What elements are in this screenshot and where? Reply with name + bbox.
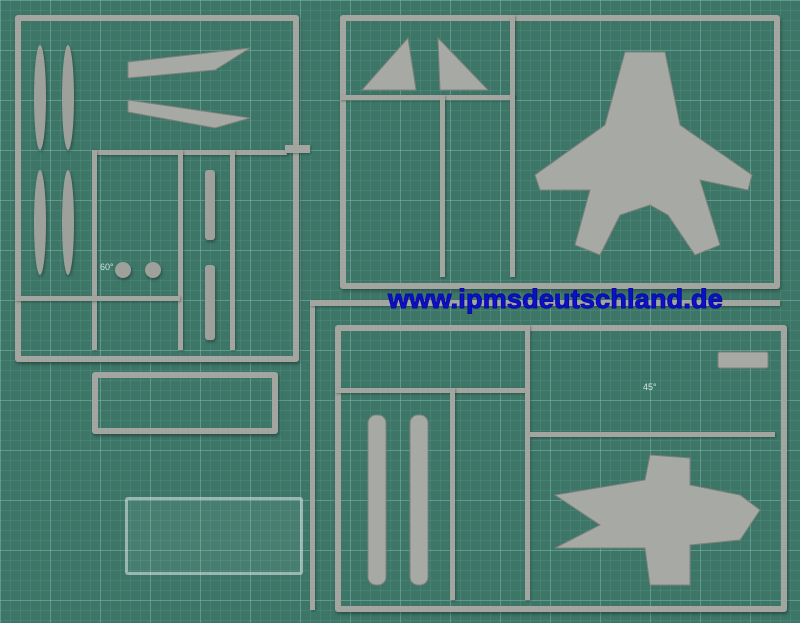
fuel-tank-part: [62, 170, 74, 275]
fuel-tank-part: [62, 45, 74, 150]
sprue-right-bottom: [335, 325, 787, 612]
pylon-part: [205, 170, 215, 240]
tail-fin-part: [437, 36, 490, 91]
sprue-runner: [15, 296, 180, 301]
tail-fin-part: [360, 36, 417, 91]
upper-fuselage-part: [534, 51, 753, 256]
sprue-left-top: [15, 15, 299, 362]
missile-part: [127, 99, 251, 129]
intake-part: [409, 414, 429, 586]
intake-part: [367, 414, 387, 586]
sprue-runner: [285, 145, 310, 153]
wheel-part: [145, 262, 161, 278]
watermark-text: www.ipmsdeutschland.de: [388, 284, 724, 315]
sprue-right-top: [340, 15, 780, 289]
pylon-part: [205, 265, 215, 340]
sprue-runner: [440, 95, 445, 277]
sprue-runner: [178, 150, 183, 350]
sprue-runner: [230, 150, 235, 350]
sprue-runner: [92, 150, 287, 155]
fuel-tank-part: [34, 45, 46, 150]
mat-angle-60: 60°: [100, 262, 114, 272]
sprue-runner: [525, 325, 530, 600]
wheel-part: [115, 262, 131, 278]
sprue-left-small: [92, 372, 278, 434]
sprue-runner: [310, 300, 315, 610]
mat-angle-45: 45°: [643, 382, 657, 392]
sprue-runner: [92, 150, 97, 350]
missile-part: [127, 47, 251, 79]
sprue-runner: [530, 432, 775, 437]
clear-canopy-sprue: [125, 497, 303, 575]
sprue-runner: [310, 300, 780, 306]
fuel-tank-part: [34, 170, 46, 275]
panel-part: [717, 351, 769, 369]
lower-fuselage-part: [553, 454, 761, 586]
sprue-runner: [335, 388, 525, 393]
sprue-runner: [340, 95, 515, 100]
sprue-runner: [510, 15, 515, 277]
sprue-runner: [450, 388, 455, 600]
